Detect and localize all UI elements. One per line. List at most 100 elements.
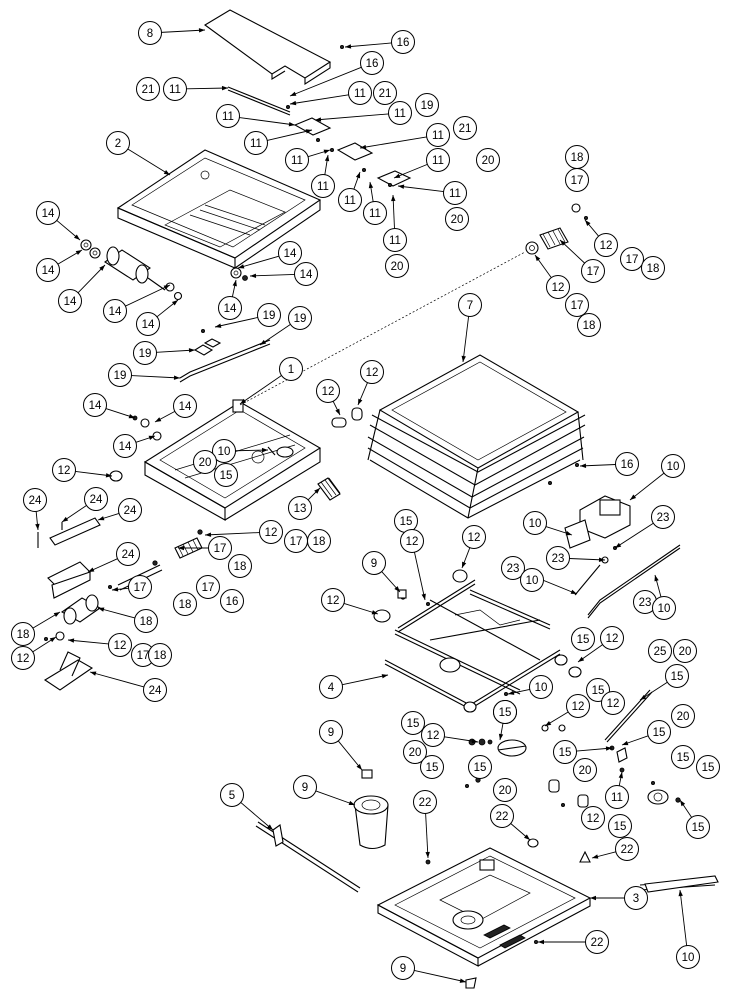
callout-leader xyxy=(67,639,109,645)
callout-number: 11 xyxy=(222,111,234,123)
callout-number: 12 xyxy=(427,730,440,742)
callout-circle xyxy=(577,313,601,337)
callout-circle xyxy=(293,775,317,799)
callout-number: 20 xyxy=(451,214,464,226)
callout-circle xyxy=(36,201,60,225)
callout-10: 10 xyxy=(520,568,544,592)
callout-circle xyxy=(128,575,152,599)
callout-number: 17 xyxy=(626,254,639,266)
callout-number: 22 xyxy=(621,844,634,856)
callout-9: 9 xyxy=(391,956,415,980)
callout-number: 12 xyxy=(406,536,419,548)
callout-20: 20 xyxy=(193,450,217,474)
callout-16: 16 xyxy=(220,589,244,613)
callout-circle xyxy=(605,785,629,809)
callout-circle xyxy=(113,434,137,458)
callout-leader xyxy=(614,522,654,549)
leader-arrowhead xyxy=(324,155,330,162)
callout-12: 12 xyxy=(11,646,35,670)
callout-circle xyxy=(360,51,384,75)
callout-circle xyxy=(196,575,220,599)
callout-circle xyxy=(220,589,244,613)
callout-circle xyxy=(285,148,309,172)
callout-number: 20 xyxy=(391,261,404,273)
callout-circle xyxy=(468,755,492,779)
callout-leader xyxy=(397,185,444,193)
callout-leader xyxy=(156,349,196,353)
callout-18: 18 xyxy=(148,643,172,667)
callout-15: 15 xyxy=(665,664,689,688)
callout-circle xyxy=(383,228,407,252)
callout-circle xyxy=(529,675,553,699)
leader-arrowhead xyxy=(421,593,426,600)
callout-circle xyxy=(319,720,343,744)
callout-number: 20 xyxy=(579,765,592,777)
callout-number: 25 xyxy=(654,646,667,658)
callout-leader xyxy=(75,470,113,477)
callout-number: 24 xyxy=(149,685,162,697)
callout-circle xyxy=(641,256,665,280)
callout-18: 18 xyxy=(228,554,252,578)
callout-number: 17 xyxy=(571,300,584,312)
callout-circle xyxy=(278,241,302,265)
latch-drawing xyxy=(179,328,271,383)
callout-circle xyxy=(214,463,238,487)
callout-number: 12 xyxy=(366,367,379,379)
callout-11: 11 xyxy=(311,174,335,198)
leader-arrowhead xyxy=(462,561,467,568)
callout-number: 12 xyxy=(322,386,335,398)
callout-circle xyxy=(566,694,590,718)
callout-9: 9 xyxy=(319,720,343,744)
callout-circle xyxy=(585,930,609,954)
leader-arrowhead xyxy=(163,169,170,175)
callout-circle xyxy=(462,525,486,549)
leader-arrowhead xyxy=(68,638,75,643)
leader-arrowhead xyxy=(640,694,647,700)
callout-number: 17 xyxy=(137,650,150,662)
callout-number: 17 xyxy=(202,582,215,594)
callout-leader xyxy=(237,255,280,269)
callout-circle xyxy=(279,357,303,381)
callout-9: 9 xyxy=(293,775,317,799)
leader-arrowhead xyxy=(221,85,228,91)
callout-11: 11 xyxy=(426,123,450,147)
callout-11: 11 xyxy=(426,148,450,172)
callout-circle xyxy=(673,639,697,663)
callout-number: 18 xyxy=(647,263,660,275)
callout-circle xyxy=(116,542,140,566)
callout-number: 14 xyxy=(42,265,55,277)
callout-12: 12 xyxy=(600,626,624,650)
callout-number: 18 xyxy=(140,616,153,628)
callout-circle xyxy=(426,148,450,172)
callout-17: 17 xyxy=(208,536,232,560)
callout-17: 17 xyxy=(581,259,605,283)
callout-14: 14 xyxy=(36,258,60,282)
callout-circle xyxy=(546,275,570,299)
callout-number: 16 xyxy=(397,37,410,49)
callout-circle xyxy=(118,498,142,522)
callout-15: 15 xyxy=(671,745,695,769)
callout-number: 10 xyxy=(667,461,680,473)
callout-circle xyxy=(458,293,482,317)
callout-11: 11 xyxy=(383,228,407,252)
callout-circle xyxy=(620,247,644,271)
callout-20: 20 xyxy=(673,639,697,663)
callout-14: 14 xyxy=(103,299,127,323)
callout-number: 14 xyxy=(142,319,155,331)
callout-12: 12 xyxy=(566,694,590,718)
callout-number: 23 xyxy=(639,597,652,609)
leader-arrowhead xyxy=(260,339,267,345)
callout-number: 24 xyxy=(90,494,103,506)
leader-arrowhead xyxy=(105,473,112,478)
callout-circle xyxy=(648,639,672,663)
callout-number: 20 xyxy=(499,785,512,797)
callout-16: 16 xyxy=(360,51,384,75)
callout-23: 23 xyxy=(546,546,570,570)
callout-circle xyxy=(624,886,648,910)
callout-number: 10 xyxy=(658,603,671,615)
callout-number: 11 xyxy=(394,108,406,120)
left-bracket-drawings xyxy=(37,517,101,691)
callout-16: 16 xyxy=(391,30,415,54)
callout-number: 9 xyxy=(328,727,334,739)
callout-number: 16 xyxy=(226,596,239,608)
